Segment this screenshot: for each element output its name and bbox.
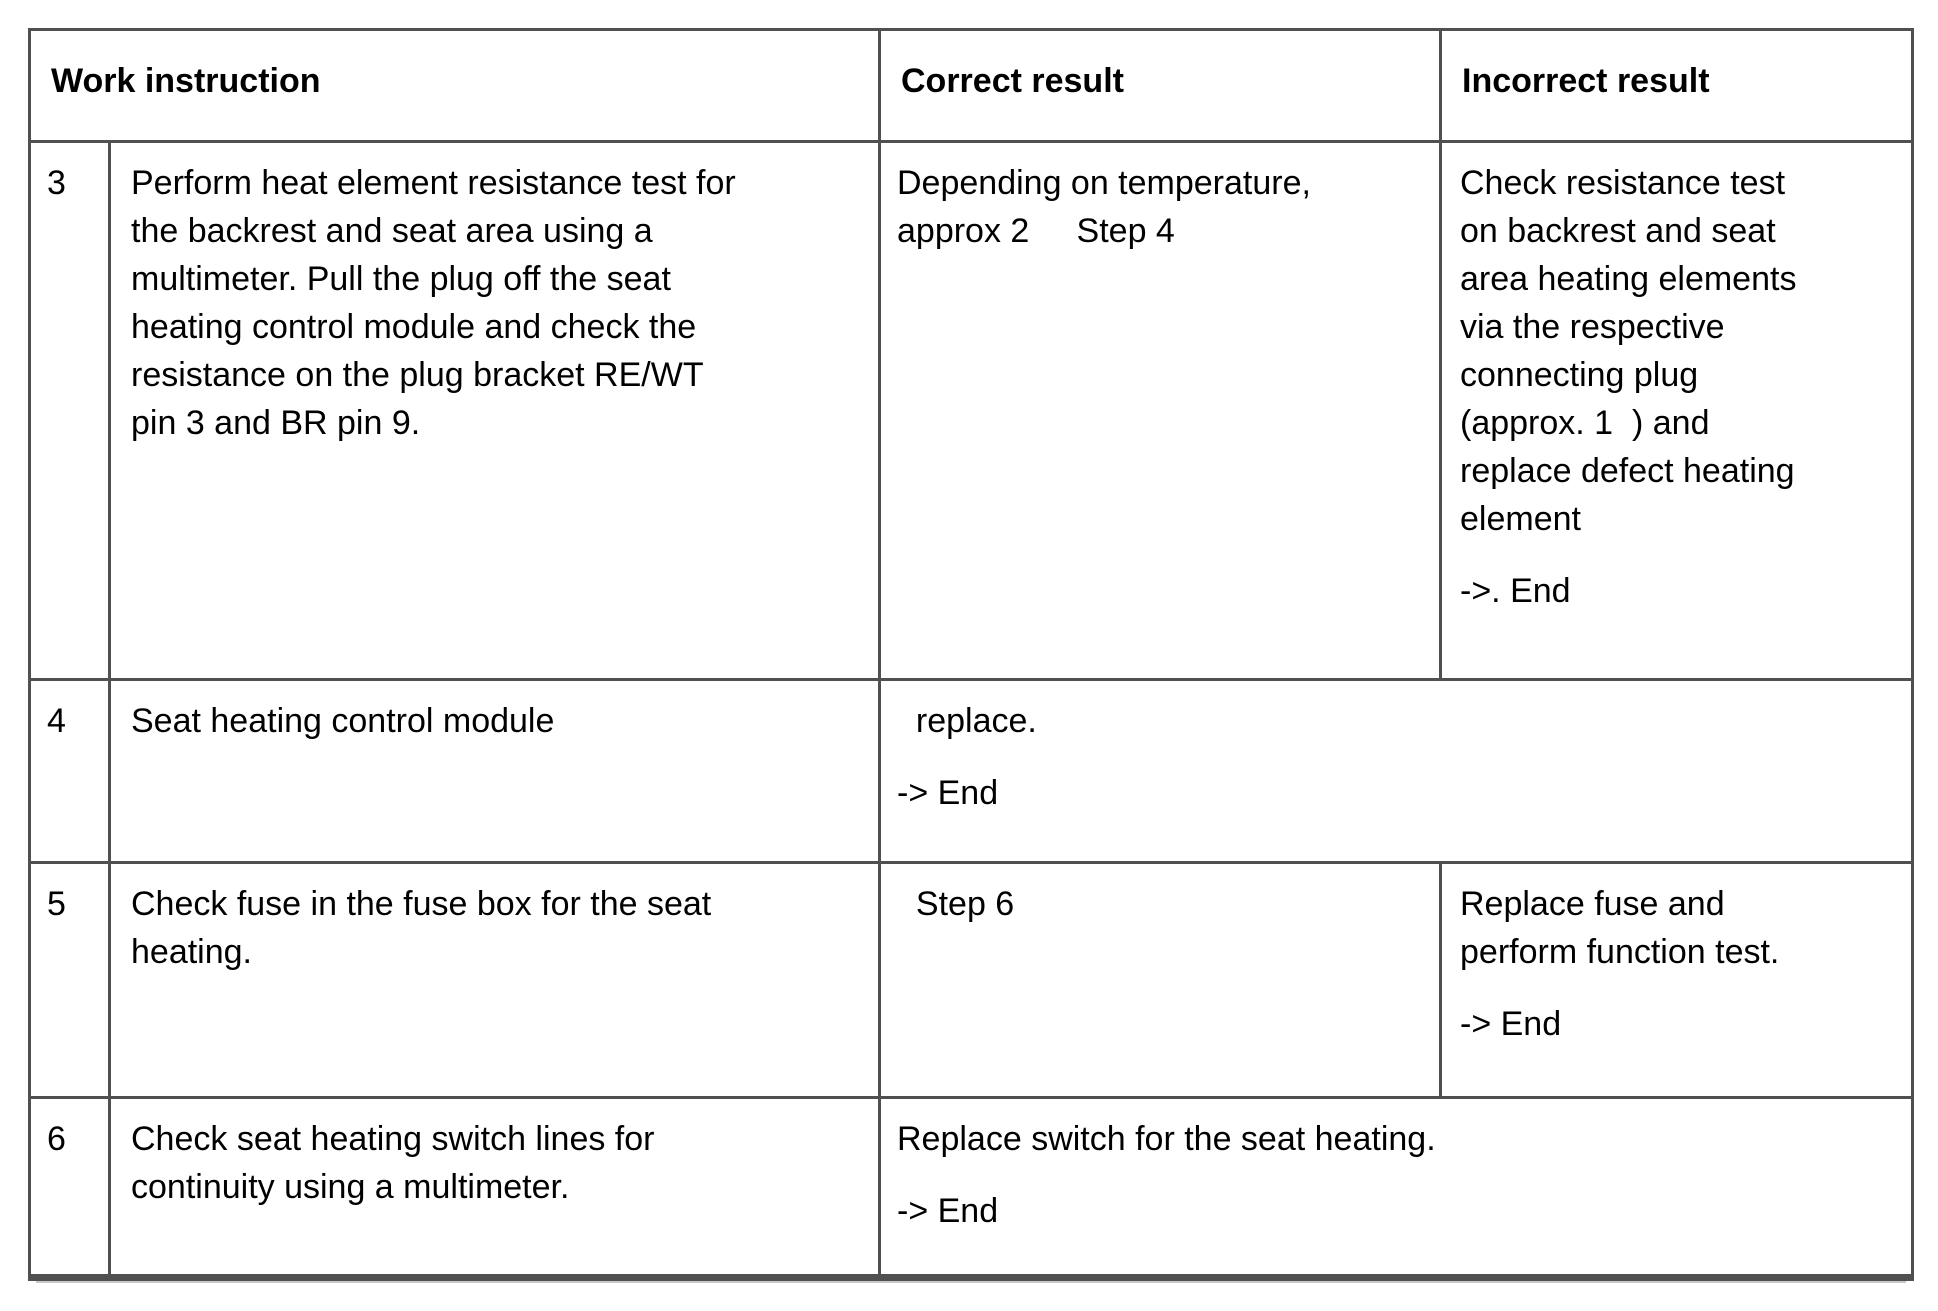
end-marker: -> End [897, 774, 999, 812]
work-instruction-cell: Check fuse in the fuse box for the seat … [108, 861, 881, 1099]
work-instruction-cell: Perform heat element resistance test for… [108, 140, 881, 681]
incorrect-result-text: Replace fuse and perform function test. [1460, 885, 1780, 971]
header-row: Work instruction Correct result Incorrec… [28, 28, 1914, 143]
col-header-incorrect-result: Incorrect result [1439, 28, 1914, 143]
correct-result-text: Depending on temperature, approx 2 Step … [897, 164, 1311, 250]
step-number-cell: 6 [28, 1096, 111, 1279]
end-marker: -> End [1460, 1005, 1562, 1043]
end-marker: ->. End [1460, 572, 1571, 610]
table-row-step-5: 5 Check fuse in the fuse box for the sea… [28, 861, 1914, 1099]
step-number: 4 [47, 702, 66, 740]
correct-result-cell: Depending on temperature, approx 2 Step … [878, 140, 1442, 681]
col-header-work-instruction: Work instruction [28, 28, 881, 143]
step-number-cell: 5 [28, 861, 111, 1099]
diagnostic-table: Work instruction Correct result Incorrec… [28, 28, 1914, 1281]
col-header-correct-result: Correct result [878, 28, 1442, 143]
correct-result-cell: Step 6 [878, 861, 1442, 1099]
work-instruction-text: Seat heating control module [131, 702, 555, 740]
table-row-step-6: 6 Check seat heating switch lines for co… [28, 1096, 1914, 1279]
merged-result-cell: replace. -> End [878, 678, 1914, 864]
correct-result-text: Step 6 [897, 885, 1015, 923]
work-instruction-text: Perform heat element resistance test for… [131, 164, 736, 442]
merged-result-cell: Replace switch for the seat heating. -> … [878, 1096, 1914, 1279]
incorrect-result-cell: Check resistance test on backrest and se… [1439, 140, 1914, 681]
step-number-cell: 3 [28, 140, 111, 681]
work-instruction-cell: Check seat heating switch lines for cont… [108, 1096, 881, 1279]
step-number: 3 [47, 164, 66, 202]
end-marker: -> End [897, 1192, 999, 1230]
step-number: 5 [47, 885, 66, 923]
result-text: Replace switch for the seat heating. [897, 1120, 1436, 1158]
work-instruction-text: Check fuse in the fuse box for the seat … [131, 885, 712, 971]
incorrect-result-cell: Replace fuse and perform function test. … [1439, 861, 1914, 1099]
result-text: replace. [897, 702, 1037, 740]
work-instruction-text: Check seat heating switch lines for cont… [131, 1120, 655, 1206]
work-instruction-cell: Seat heating control module [108, 678, 881, 864]
table-row-step-3: 3 Perform heat element resistance test f… [28, 140, 1914, 681]
step-number: 6 [47, 1120, 66, 1158]
step-number-cell: 4 [28, 678, 111, 864]
incorrect-result-text: Check resistance test on backrest and se… [1460, 164, 1797, 538]
table-row-step-4: 4 Seat heating control module replace. -… [28, 678, 1914, 864]
